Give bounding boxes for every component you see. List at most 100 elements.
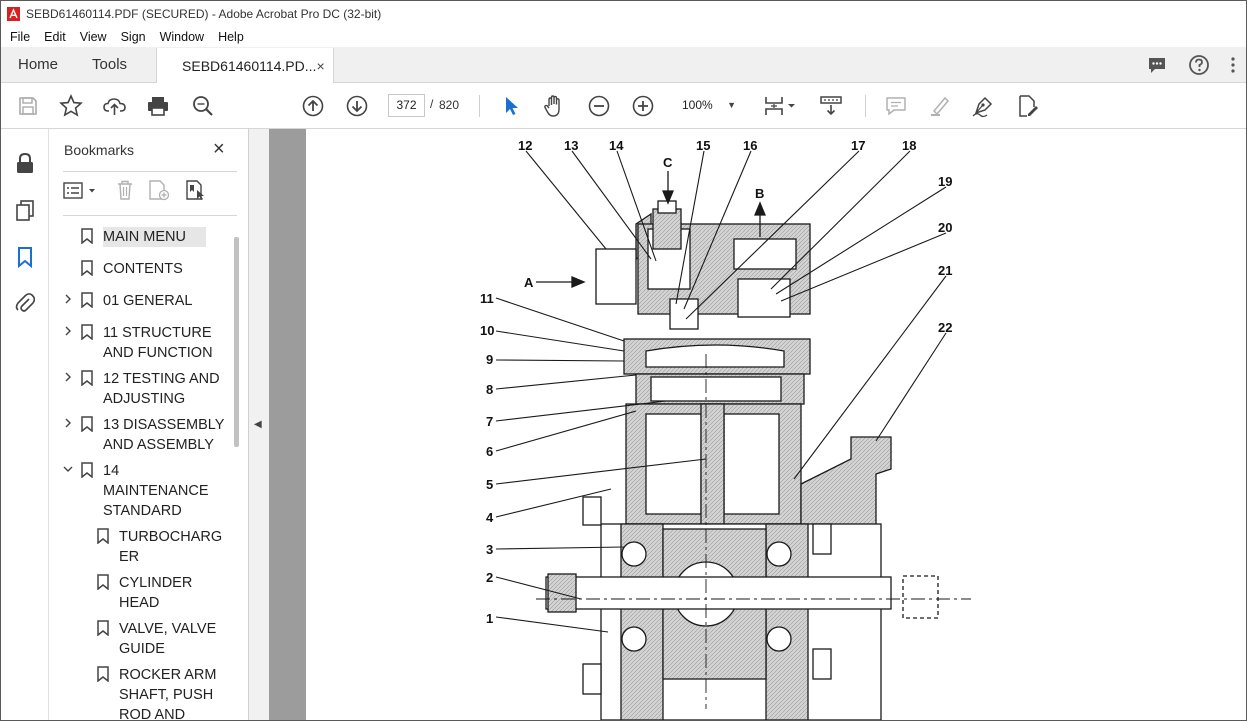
sign-pen-icon[interactable]: [971, 94, 995, 118]
callout-number: 8: [486, 382, 493, 397]
next-page-icon[interactable]: [345, 94, 369, 118]
bookmark-label: CONTENTS: [103, 261, 183, 277]
save-icon[interactable]: [16, 94, 40, 118]
callout-number: 17: [851, 138, 865, 153]
bookmark-icon: [97, 574, 109, 590]
tab-bar: Home Tools SEBD61460114.PD... ×: [1, 47, 1246, 83]
bookmarks-scrollbar[interactable]: [234, 237, 239, 447]
scroll-mode-icon[interactable]: [819, 94, 843, 118]
panel-splitter[interactable]: [249, 129, 269, 720]
tab-close-icon[interactable]: ×: [316, 57, 325, 74]
callout-number: 4: [486, 510, 494, 525]
comment-bubble-icon[interactable]: [1146, 54, 1168, 76]
zoom-in-icon[interactable]: [631, 94, 655, 118]
bookmark-label: CYLINDER HEAD: [119, 575, 193, 611]
bookmark-11-structure[interactable]: 11 STRUCTURE AND FUNCTION: [63, 321, 229, 365]
bookmark-icon: [81, 416, 93, 432]
bookmark-rocker-arm[interactable]: ROCKER ARM SHAFT, PUSH ROD AND: [63, 663, 229, 720]
menu-file[interactable]: File: [10, 30, 31, 44]
chevron-down-icon[interactable]: [63, 464, 73, 474]
page-number-input[interactable]: 372: [388, 94, 425, 117]
bookmark-icon: [81, 228, 93, 244]
bookmark-tools: [63, 177, 237, 207]
attachment-icon[interactable]: [13, 290, 37, 314]
chevron-right-icon[interactable]: [63, 326, 73, 336]
more-options-icon[interactable]: [1230, 54, 1236, 76]
left-callout-group: 11 10 9 8 7 6 5 4 3 2 1: [480, 291, 494, 626]
callout-number: 15: [696, 138, 710, 153]
bookmark-14-maintenance[interactable]: 14 MAINTENANCE STANDARD: [63, 459, 229, 523]
bookmark-panel-icon[interactable]: [13, 245, 37, 269]
bookmark-label: 12 TESTING AND ADJUSTING: [103, 371, 220, 407]
upload-cloud-icon[interactable]: [103, 94, 127, 118]
bookmark-icon: [97, 620, 109, 636]
bookmark-label: ROCKER ARM SHAFT, PUSH ROD AND: [119, 667, 217, 720]
lock-icon[interactable]: [13, 151, 37, 175]
comment-icon[interactable]: [884, 94, 908, 118]
menu-help[interactable]: Help: [218, 30, 244, 44]
hand-tool-icon[interactable]: [542, 94, 566, 118]
menu-sign[interactable]: Sign: [120, 30, 146, 44]
bookmark-12-testing[interactable]: 12 TESTING AND ADJUSTING: [63, 367, 229, 411]
find-bookmark-icon[interactable]: [184, 179, 208, 201]
callout-number: 12: [518, 138, 532, 153]
highlight-pen-icon[interactable]: [928, 94, 952, 118]
panel-divider: [63, 215, 237, 216]
tab-document[interactable]: SEBD61460114.PD... ×: [156, 48, 335, 83]
zoom-level-dropdown[interactable]: 100% ▼: [676, 94, 744, 117]
page-fit-icon[interactable]: [764, 94, 800, 118]
delete-trash-icon[interactable]: [115, 179, 135, 201]
callout-number: 18: [902, 138, 916, 153]
bookmark-label: TURBOCHARGER: [119, 529, 223, 565]
print-icon[interactable]: [146, 94, 170, 118]
chevron-down-icon: ▼: [727, 100, 736, 110]
collapse-panel-icon[interactable]: ◀: [254, 419, 262, 430]
acrobat-app-icon: [7, 7, 20, 21]
chevron-right-icon[interactable]: [63, 372, 73, 382]
bookmark-valve-guide[interactable]: VALVE, VALVE GUIDE: [63, 617, 229, 661]
help-icon[interactable]: [1188, 54, 1210, 76]
tab-home[interactable]: Home: [18, 56, 59, 73]
bookmark-turbocharger[interactable]: TURBOCHARGER: [63, 525, 229, 569]
pdf-page: 12 13 14 15 16 17 18 19 20 21 22 11 10 9…: [306, 129, 1246, 720]
pages-thumbnails-icon[interactable]: [13, 198, 37, 222]
toolbar-divider: [479, 95, 480, 117]
menu-view[interactable]: View: [79, 30, 107, 44]
menu-edit[interactable]: Edit: [44, 30, 66, 44]
document-viewport[interactable]: 12 13 14 15 16 17 18 19 20 21 22 11 10 9…: [269, 129, 1246, 720]
window-title: SEBD61460114.PDF (SECURED) - Adobe Acrob…: [26, 7, 382, 21]
previous-page-icon[interactable]: [301, 94, 325, 118]
zoom-search-icon[interactable]: [191, 94, 215, 118]
edit-pdf-icon[interactable]: [1015, 94, 1039, 118]
zoom-out-icon[interactable]: [587, 94, 611, 118]
bookmark-label: 11 STRUCTURE AND FUNCTION: [103, 325, 213, 361]
callout-number: 14: [609, 138, 624, 153]
callout-number: 7: [486, 414, 493, 429]
new-bookmark-icon[interactable]: [147, 179, 171, 201]
star-icon[interactable]: [59, 94, 83, 118]
select-pointer-icon[interactable]: [499, 94, 523, 118]
bookmark-icon: [81, 370, 93, 386]
chevron-right-icon[interactable]: [63, 418, 73, 428]
bookmark-label: VALVE, VALVE GUIDE: [119, 621, 217, 657]
callout-number: 3: [486, 542, 493, 557]
bookmark-label: MAIN MENU: [103, 227, 206, 247]
bookmark-13-disassembly[interactable]: 13 DISASSEMBLY AND ASSEMBLY: [63, 413, 229, 457]
bookmark-cylinder-head[interactable]: CYLINDER HEAD: [63, 571, 229, 615]
bookmark-contents[interactable]: CONTENTS: [63, 257, 229, 285]
bookmark-01-general[interactable]: 01 GENERAL: [63, 289, 229, 317]
callout-number: 9: [486, 352, 493, 367]
menu-bar: File Edit View Sign Window Help: [1, 27, 1246, 47]
tab-tools[interactable]: Tools: [92, 56, 128, 73]
page-separator: /: [430, 97, 434, 111]
title-bar: SEBD61460114.PDF (SECURED) - Adobe Acrob…: [1, 1, 1246, 27]
flow-label-b: B: [755, 186, 764, 201]
bookmark-icon: [81, 260, 93, 276]
menu-window[interactable]: Window: [159, 30, 205, 44]
options-list-icon[interactable]: [63, 180, 99, 202]
bookmark-main-menu[interactable]: MAIN MENU: [63, 225, 229, 253]
callout-number: 20: [938, 220, 952, 235]
chevron-right-icon[interactable]: [63, 294, 73, 304]
tab-document-label: SEBD61460114.PD...: [182, 57, 317, 74]
close-icon[interactable]: ×: [213, 138, 225, 160]
